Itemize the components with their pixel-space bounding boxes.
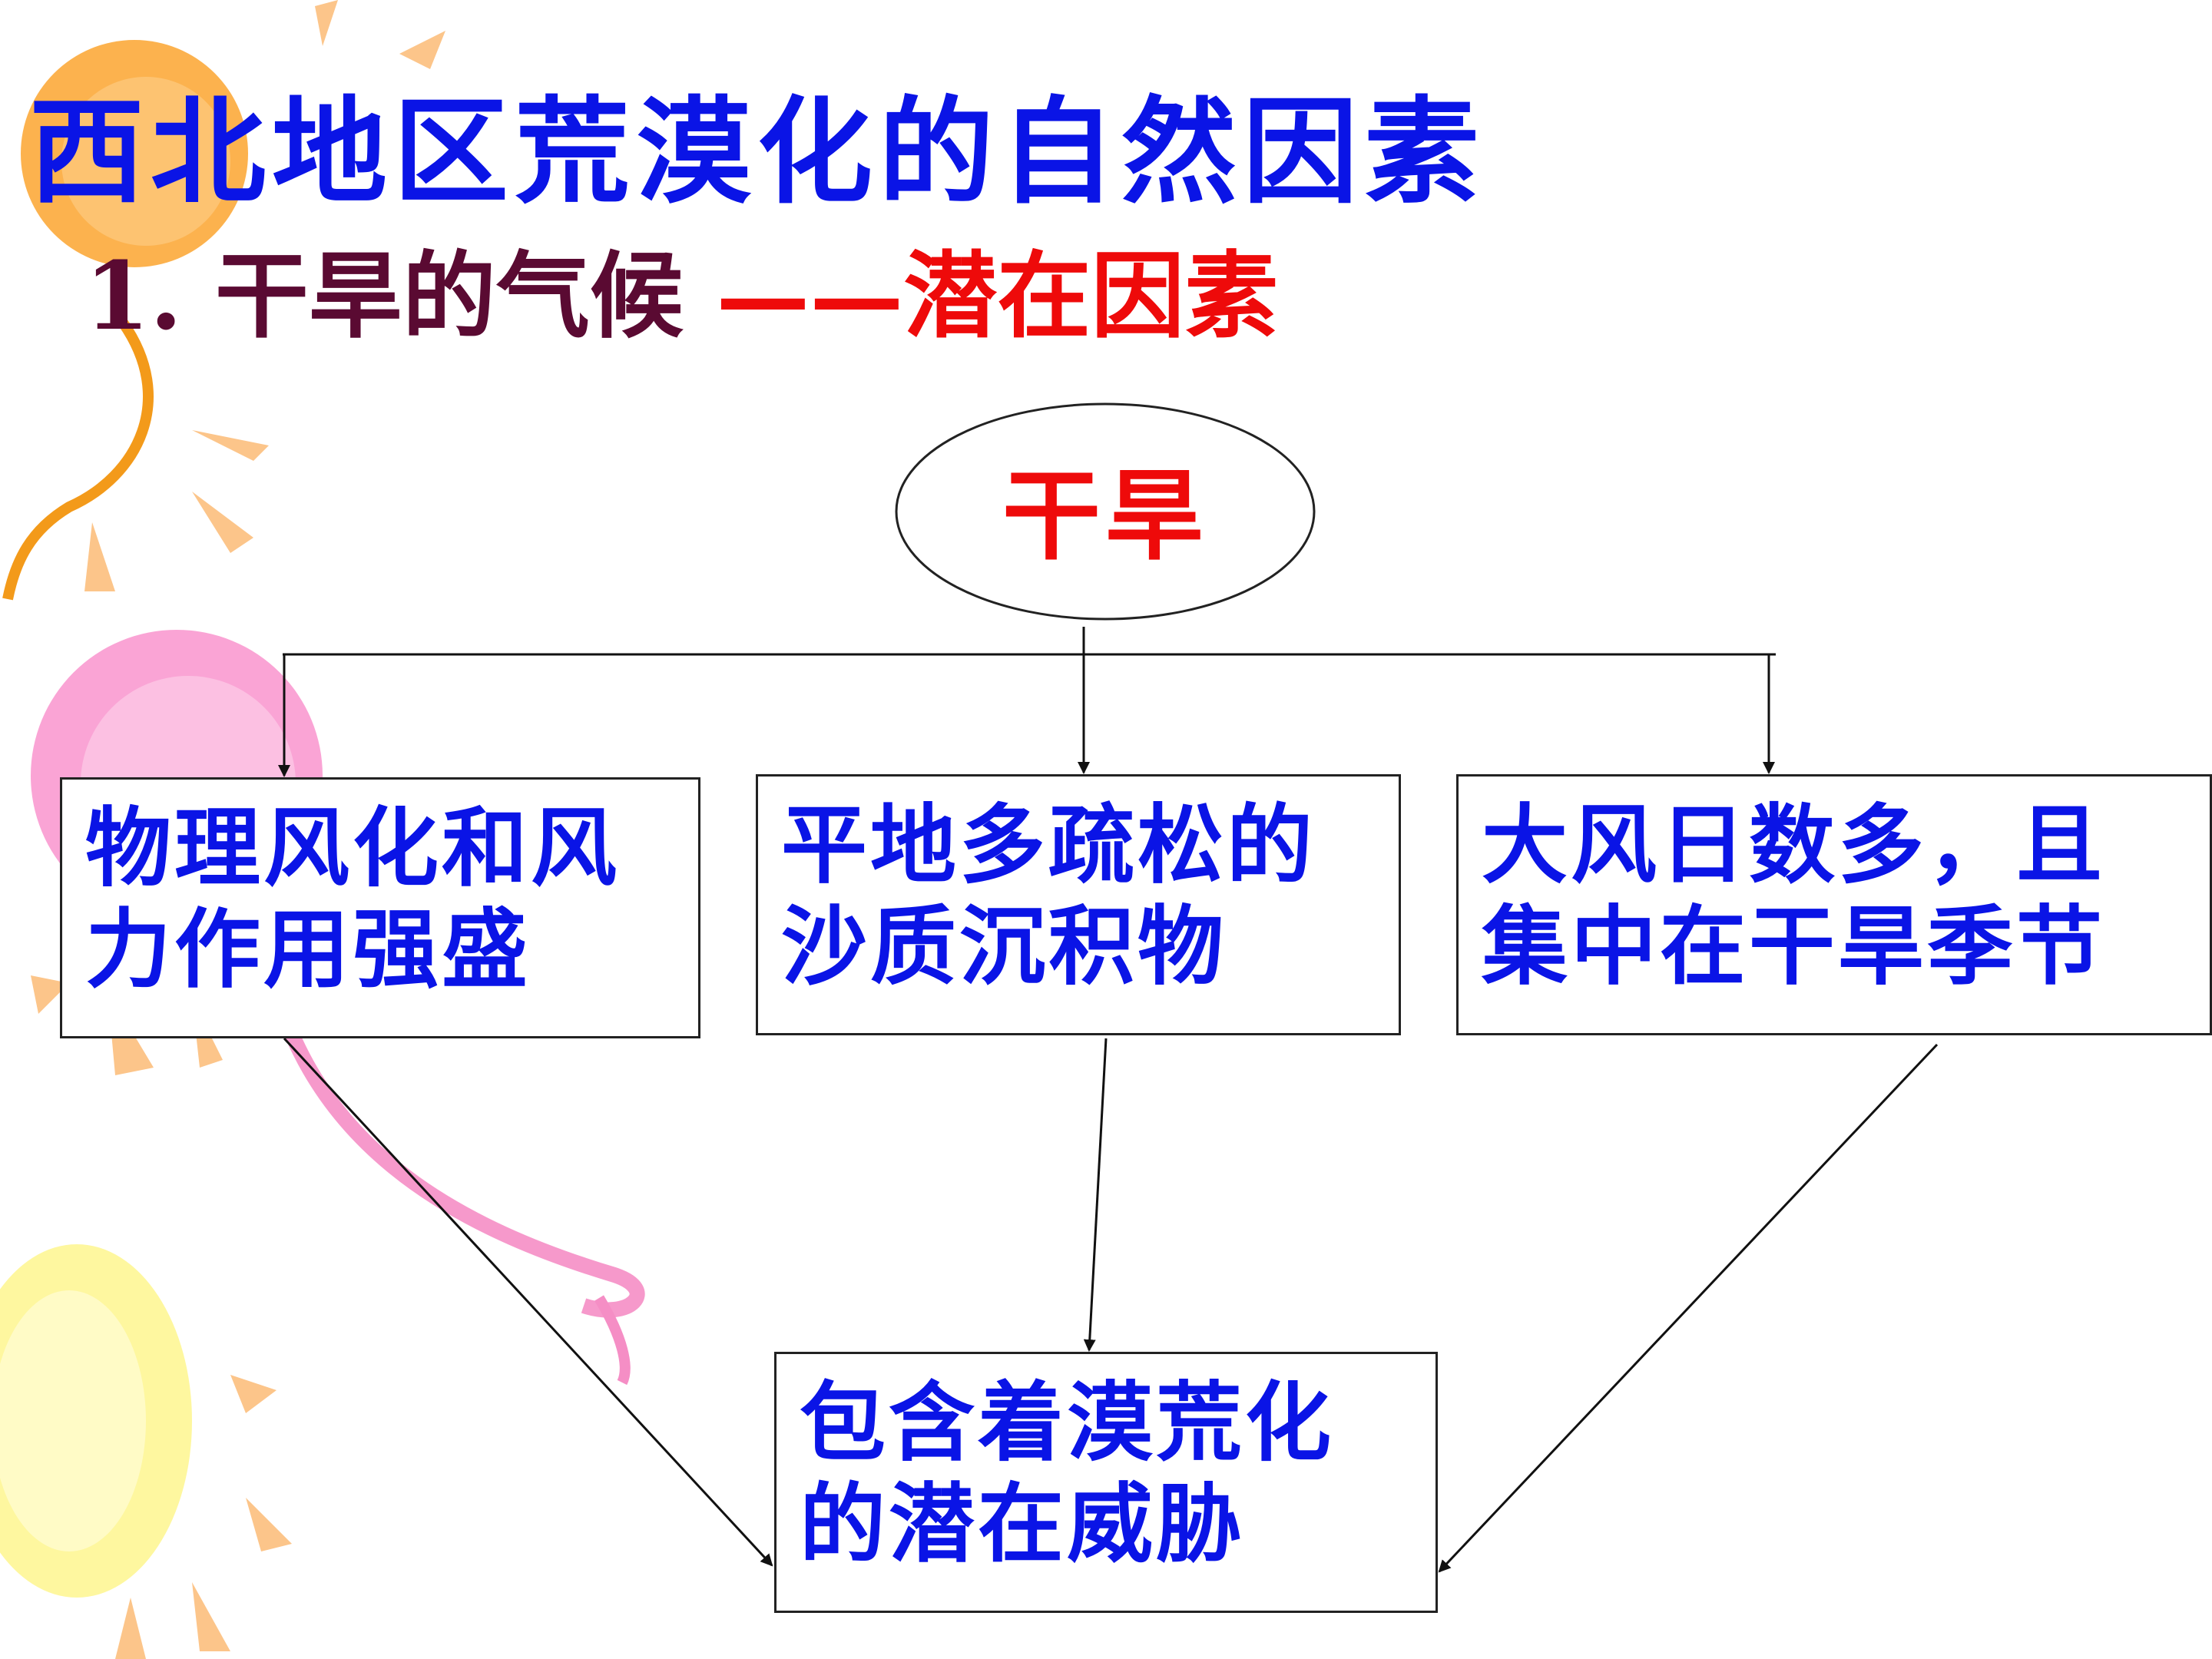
slide-subtitle: 1. 干旱的气候 ——潜在因素 (84, 230, 1278, 361)
slide-title: 西北地区荒漠化的自然因素 (29, 84, 1486, 220)
arrow-factor-3-to-result (1438, 1043, 1939, 1573)
factor-line: 大风日数多，且 (1482, 795, 2105, 896)
orange-sun-icon (2, 0, 445, 601)
result-line: 的潜在威胁 (800, 1474, 1245, 1575)
factor-line: 力作用强盛 (85, 899, 531, 1000)
subtitle-number: 1. (84, 240, 183, 351)
factor-line: 平地多疏松的 (781, 795, 1316, 896)
arrow-factor-1-to-result (283, 1037, 773, 1567)
result-line: 包含着漠荒化 (800, 1373, 1334, 1473)
factor-box-windy-days: 大风日数多，且 集中在干旱季节 (1456, 774, 2212, 1035)
factor-line: 沙质沉积物 (781, 896, 1227, 997)
arrow-factor-2-to-result (1083, 1038, 1108, 1352)
subtitle-text: 干旱的气候 (214, 240, 684, 351)
subtitle-dash: —— (716, 240, 904, 351)
factor-box-sediment: 平地多疏松的 沙质沉积物 (756, 774, 1401, 1035)
factor-box-weathering: 物理风化和风 力作用强盛 (60, 777, 700, 1038)
yellow-balloon-icon (0, 1244, 292, 1659)
result-box-threat: 包含着漠荒化 的潜在威胁 (774, 1352, 1438, 1613)
subtitle-emphasis: 潜在因素 (903, 240, 1279, 351)
root-node-ellipse (895, 402, 1316, 621)
factor-line: 物理风化和风 (85, 798, 620, 899)
root-node-label: 干旱 (1002, 458, 1208, 574)
factor-line: 集中在干旱季节 (1482, 896, 2105, 997)
